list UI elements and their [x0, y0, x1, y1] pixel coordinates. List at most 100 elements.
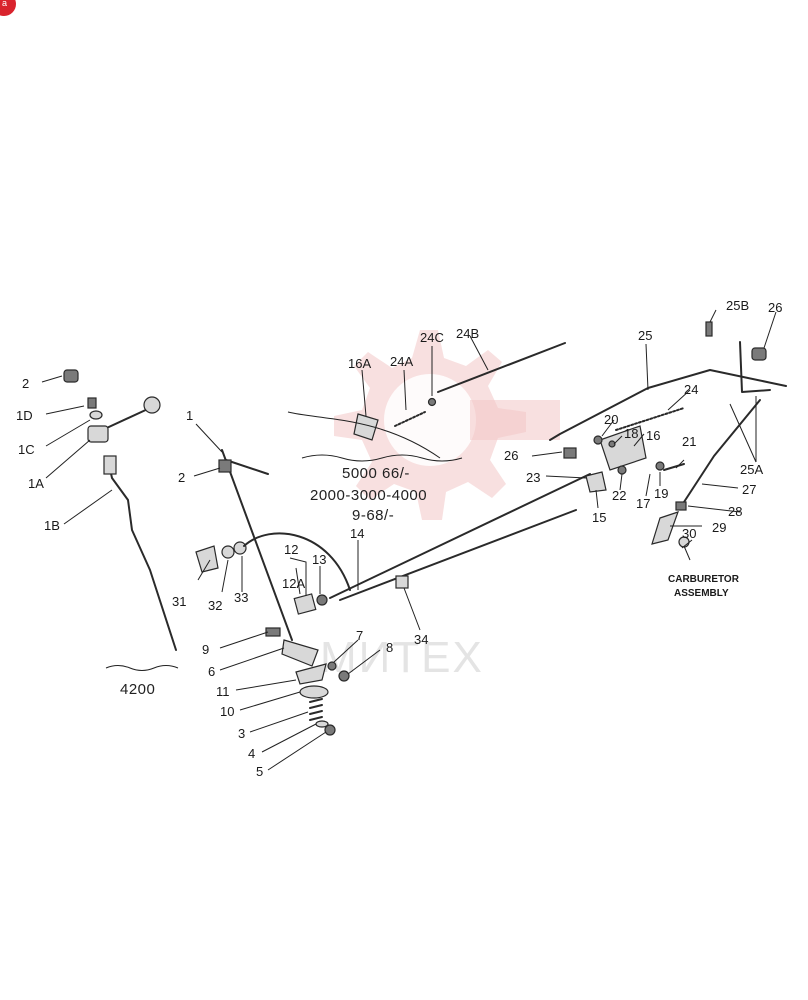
caption-series-1: 5000 66/-	[342, 465, 410, 482]
callout-24B: 24B	[456, 326, 479, 341]
part-26-clip	[563, 447, 577, 459]
callout-6: 6	[208, 664, 215, 679]
part-3-spring	[309, 698, 323, 721]
caption-model-4200: 4200	[120, 681, 155, 698]
part-25A-bracket	[739, 341, 771, 393]
callout-11: 11	[216, 684, 230, 699]
shift-lever-assembly	[63, 369, 177, 651]
callout-labels: 2 1D 1C 1A 1B 1 2 31 32 33 12 12A 13 14 …	[16, 298, 782, 779]
callout-24: 24	[684, 382, 698, 397]
part-8	[338, 670, 350, 682]
callout-13: 13	[312, 552, 326, 567]
part-29	[651, 511, 679, 545]
callout-21: 21	[682, 434, 696, 449]
callout-2-center: 2	[178, 470, 185, 485]
series-divider	[301, 454, 463, 462]
model-divider	[105, 665, 179, 671]
part-16-bracket	[599, 425, 647, 471]
part-32	[221, 545, 235, 559]
callout-1A: 1A	[28, 476, 44, 491]
callout-31: 31	[172, 594, 186, 609]
callout-24C: 24C	[420, 330, 444, 345]
callout-12A: 12A	[282, 576, 305, 591]
leader-lines	[41, 309, 777, 771]
callout-26-right: 26	[768, 300, 782, 315]
callout-18: 18	[624, 426, 638, 441]
caption-carburetor: CARBURETOR	[668, 574, 740, 585]
part-9	[265, 627, 281, 637]
callout-2-left: 2	[22, 376, 29, 391]
part-5	[324, 724, 336, 736]
part-14-cable	[329, 473, 591, 599]
callout-30: 30	[682, 526, 696, 541]
callout-10: 10	[220, 704, 234, 719]
part-2-clip	[218, 459, 232, 473]
callout-34: 34	[414, 632, 428, 647]
part-31-knob	[195, 545, 219, 573]
callout-29: 29	[712, 520, 726, 535]
part-1D	[87, 397, 97, 409]
callout-24A: 24A	[390, 354, 413, 369]
callout-17: 17	[636, 496, 650, 511]
callout-1C: 1C	[18, 442, 35, 457]
callout-12: 12	[284, 542, 298, 557]
part-1-rod	[221, 449, 293, 641]
callout-15: 15	[592, 510, 606, 525]
callout-1: 1	[186, 408, 193, 423]
callout-19: 19	[654, 486, 668, 501]
part-1B-rod	[107, 459, 177, 651]
callout-23: 23	[526, 470, 540, 485]
part-18	[608, 440, 616, 448]
part-16A-bracket	[353, 413, 379, 441]
callout-8: 8	[386, 640, 393, 655]
callout-22: 22	[612, 488, 626, 503]
callout-3: 3	[238, 726, 245, 741]
callout-9: 9	[202, 642, 209, 657]
callout-26-left: 26	[504, 448, 518, 463]
part-1A-hub	[87, 425, 109, 443]
callout-7: 7	[356, 628, 363, 643]
callout-33: 33	[234, 590, 248, 605]
corner-badge: a	[0, 0, 16, 16]
callout-16: 16	[646, 428, 660, 443]
part-7	[327, 661, 337, 671]
part-1A-ball	[143, 396, 161, 414]
part-25B	[705, 321, 713, 337]
part-20	[593, 435, 603, 445]
part-28	[675, 501, 687, 511]
callout-16A: 16A	[348, 356, 371, 371]
watermark-gear-icon	[334, 330, 560, 520]
caption-series-2: 2000-3000-4000	[310, 487, 427, 504]
part-24-spring	[615, 407, 685, 431]
callout-4: 4	[248, 746, 255, 761]
callout-25B: 25B	[726, 298, 749, 313]
callout-14: 14	[350, 526, 364, 541]
callout-27: 27	[742, 482, 756, 497]
part-34-clip	[395, 575, 409, 589]
part-27-rod	[683, 399, 761, 503]
part-1-rod-bend	[225, 459, 269, 475]
throttle-assembly	[195, 449, 591, 736]
part-15	[585, 471, 607, 493]
part-12A	[293, 593, 317, 615]
part-14-cable-b	[339, 509, 577, 601]
callout-1D: 1D	[16, 408, 33, 423]
part-26-cap	[751, 347, 767, 361]
choke-cable	[243, 532, 351, 591]
part-1C	[89, 410, 103, 420]
governor-linkage	[353, 321, 787, 548]
callout-28: 28	[728, 504, 742, 519]
part-24C	[427, 397, 437, 407]
callout-25A: 25A	[740, 462, 763, 477]
part-11	[295, 663, 327, 685]
callout-5: 5	[256, 764, 263, 779]
part-25-rod	[549, 369, 787, 441]
callout-25: 25	[638, 328, 652, 343]
part-24B-rod	[437, 342, 566, 393]
caption-assembly: ASSEMBLY	[674, 588, 729, 599]
caption-series-3: 9-68/-	[352, 507, 394, 524]
callout-32: 32	[208, 598, 222, 613]
callout-1B: 1B	[44, 518, 60, 533]
part-21-bolt	[663, 463, 685, 471]
